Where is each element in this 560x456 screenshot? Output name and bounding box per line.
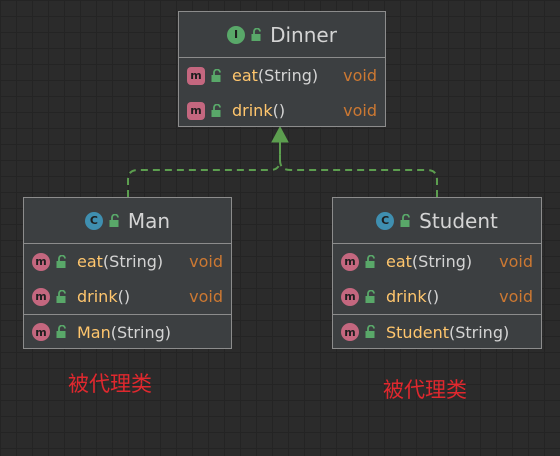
method-icon: m — [32, 252, 50, 271]
method-row[interactable]: m drink() void — [179, 93, 385, 128]
constructor-signature: Man(String) — [77, 322, 171, 342]
implements-connector-man — [127, 142, 281, 197]
public-lock-icon — [211, 68, 221, 82]
interface-header: I Dinner — [179, 12, 385, 58]
method-signature: eat(String) — [386, 252, 473, 271]
class-box-student[interactable]: C Student m eat(String) void m drink() v… — [332, 197, 542, 349]
realization-arrowhead — [271, 125, 289, 143]
method-icon: m — [187, 101, 205, 120]
method-signature: drink() — [232, 101, 286, 120]
method-row[interactable]: m drink() void — [333, 279, 541, 314]
method-icon: m — [341, 287, 359, 306]
method-icon: m — [341, 252, 359, 271]
method-row[interactable]: m eat(String) void — [24, 244, 231, 279]
method-icon: m — [187, 66, 205, 85]
public-lock-icon — [211, 103, 221, 117]
method-icon: m — [32, 287, 50, 306]
interface-icon: I — [227, 25, 246, 44]
constructor-signature: Student(String) — [386, 322, 510, 342]
return-type: void — [189, 252, 223, 271]
method-row[interactable]: m drink() void — [24, 279, 231, 314]
public-lock-icon — [251, 27, 261, 41]
implements-connector-student — [279, 142, 438, 197]
return-type: void — [343, 66, 377, 85]
return-type: void — [343, 101, 377, 120]
public-lock-icon — [56, 254, 66, 268]
method-row[interactable]: m eat(String) void — [333, 244, 541, 279]
class-name: Man — [127, 208, 171, 233]
public-lock-icon — [365, 289, 375, 303]
class-icon: C — [376, 211, 395, 230]
return-type: void — [189, 287, 223, 306]
interface-name: Dinner — [270, 22, 337, 47]
class-icon: C — [84, 211, 103, 230]
public-lock-icon — [400, 213, 411, 227]
interface-box-dinner[interactable]: I Dinner m eat(String) void m drink() vo… — [178, 11, 386, 127]
method-signature: eat(String) — [77, 252, 164, 271]
class-name: Student — [419, 208, 498, 233]
method-signature: drink() — [386, 287, 440, 306]
public-lock-icon — [109, 213, 119, 227]
method-icon: m — [32, 323, 50, 341]
class-header: C Student — [333, 198, 541, 244]
constructor-row[interactable]: m Student(String) — [333, 314, 541, 349]
proxied-class-caption-student: 被代理类 — [383, 378, 467, 402]
class-header: C Man — [24, 198, 231, 244]
return-type: void — [499, 252, 533, 271]
public-lock-icon — [56, 289, 66, 303]
method-icon: m — [341, 323, 359, 341]
proxied-class-caption-man: 被代理类 — [68, 372, 152, 396]
public-lock-icon — [56, 325, 66, 338]
public-lock-icon — [365, 254, 375, 268]
method-signature: drink() — [77, 287, 131, 306]
method-row[interactable]: m eat(String) void — [179, 58, 385, 93]
return-type: void — [499, 287, 533, 306]
public-lock-icon — [365, 325, 375, 338]
class-box-man[interactable]: C Man m eat(String) void m drink() void — [23, 197, 232, 349]
constructor-row[interactable]: m Man(String) — [24, 314, 231, 349]
method-signature: eat(String) — [232, 66, 319, 85]
